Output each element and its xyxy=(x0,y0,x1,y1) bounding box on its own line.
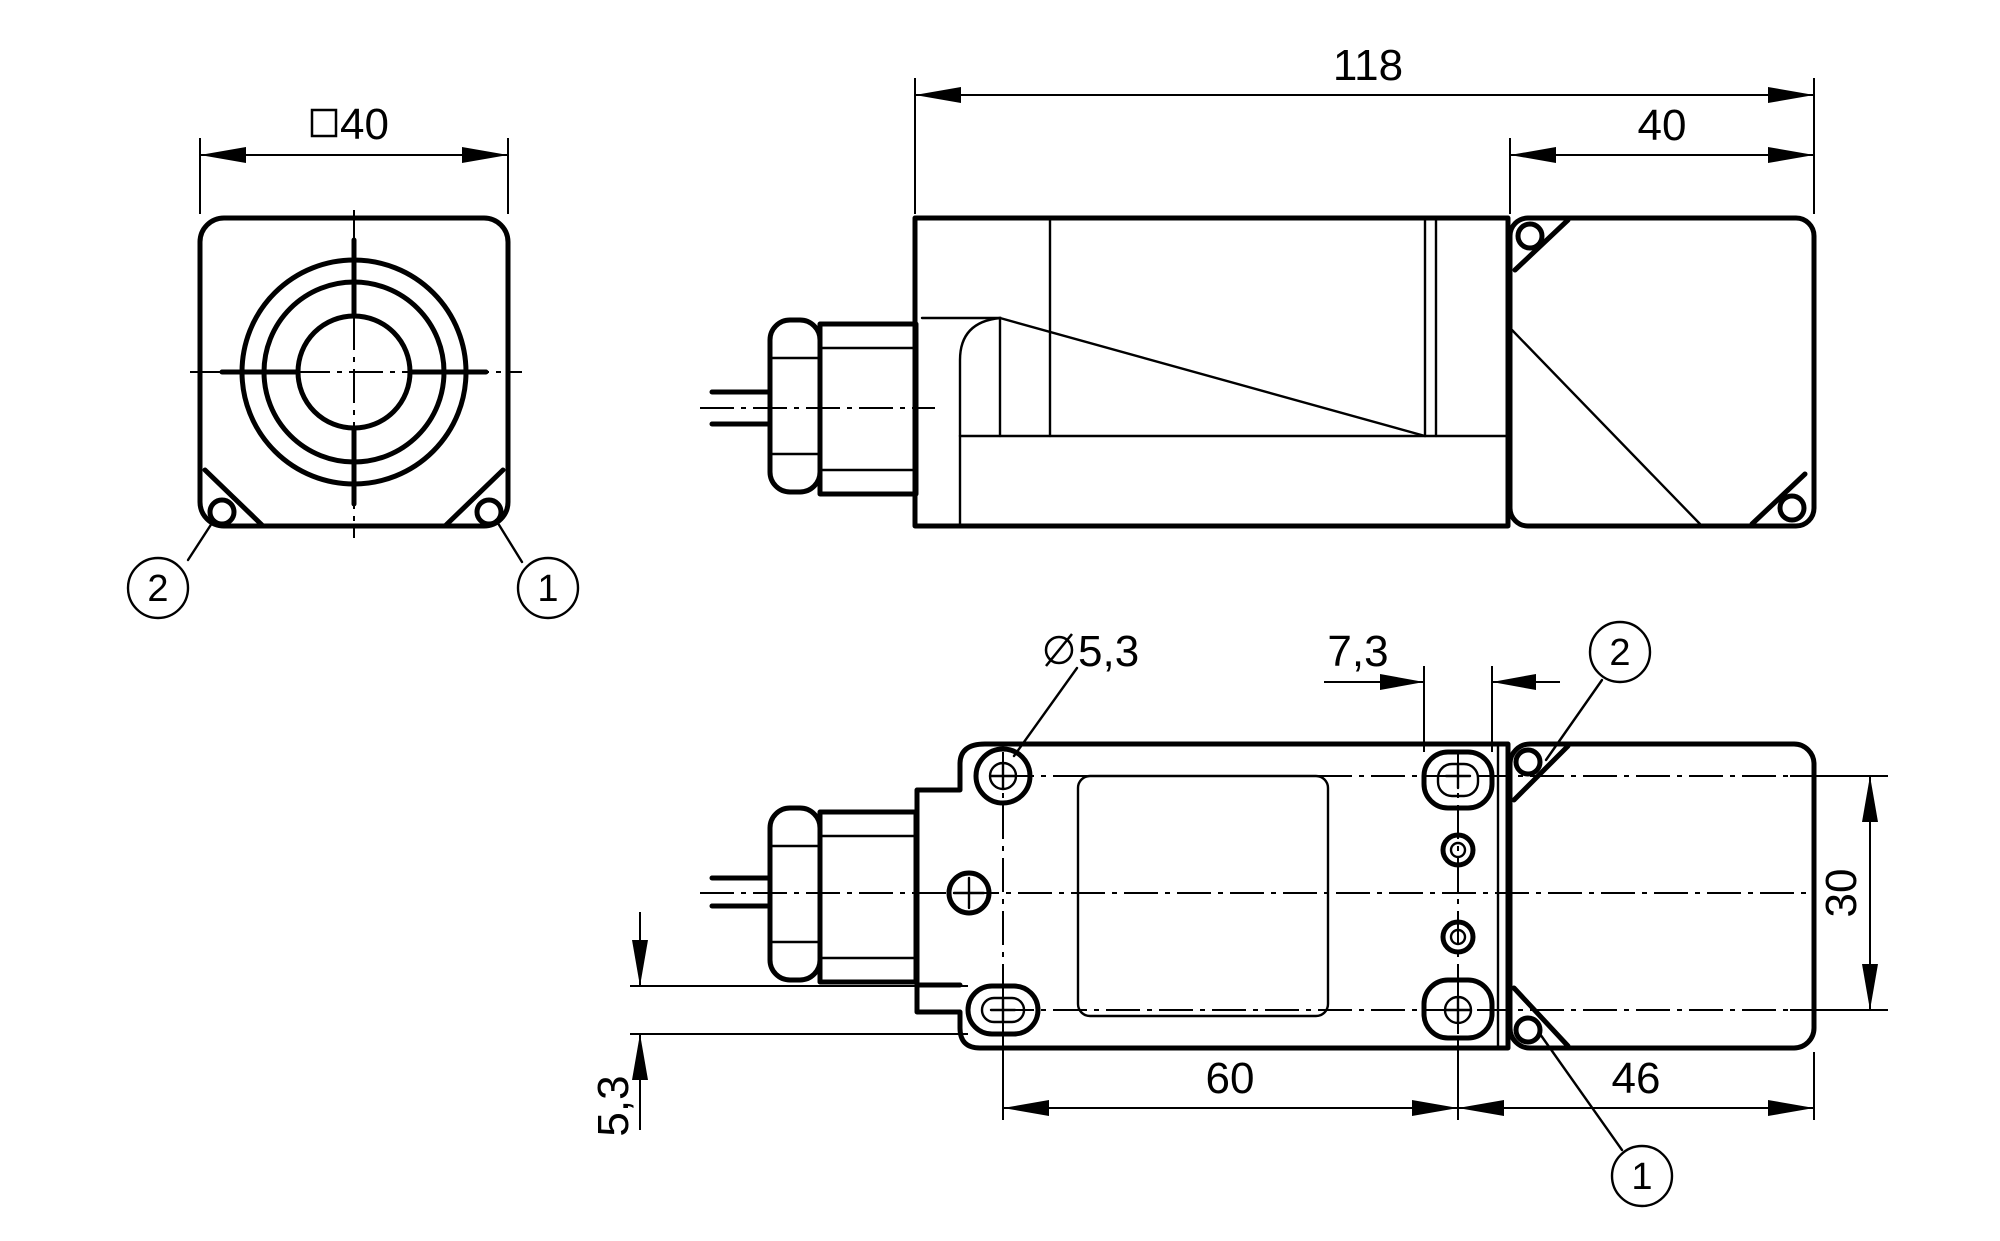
top-led-lower xyxy=(1511,985,1571,1049)
dim-hole-spacing-y: 30 xyxy=(1790,775,1888,1011)
dim-total-length-label: 118 xyxy=(1333,41,1403,90)
top-view-head xyxy=(1507,741,1817,1051)
diameter-symbol-icon xyxy=(1044,635,1074,665)
dim-slot-width: 7,3 xyxy=(1324,627,1560,752)
dim-head-offset: 46 xyxy=(1458,1052,1815,1120)
dim-slot-offset: 5,3 xyxy=(589,912,968,1137)
dim-head-length: 40 xyxy=(1509,101,1814,214)
label-area xyxy=(1076,774,1330,1018)
svg-text:2: 2 xyxy=(1609,632,1630,674)
mounting-hole-upper-left xyxy=(973,746,1033,806)
side-view: 118 40 xyxy=(700,41,1817,529)
svg-text:2: 2 xyxy=(147,568,168,610)
dim-hole-diameter: 5,3 xyxy=(1012,627,1139,758)
svg-text:1: 1 xyxy=(537,568,558,610)
side-view-body xyxy=(912,215,1511,529)
top-led-upper xyxy=(1511,743,1571,803)
side-led-bottom xyxy=(1749,471,1808,527)
side-led-top xyxy=(1512,217,1571,273)
dim-hole-spacing-y-label: 30 xyxy=(1817,869,1866,918)
callout-1-front: 1 xyxy=(516,556,580,620)
callout-2-top: 2 xyxy=(1588,620,1652,684)
adjustment-screw-icon xyxy=(946,870,992,916)
svg-text:1: 1 xyxy=(1631,1156,1652,1198)
square-symbol-icon xyxy=(310,108,338,138)
dim-total-length: 118 xyxy=(914,41,1815,214)
potentiometer-upper xyxy=(1440,832,1476,868)
top-cable-gland xyxy=(709,805,919,985)
potentiometer-lower xyxy=(1440,919,1476,955)
dim-head-length-label: 40 xyxy=(1638,101,1687,150)
dim-hole-spacing-x: 60 xyxy=(1002,1036,1459,1120)
dim-front-width-label: 40 xyxy=(340,100,389,149)
dim-slot-offset-label: 5,3 xyxy=(589,1075,638,1136)
top-view-body xyxy=(914,741,1511,1051)
side-view-head xyxy=(1507,215,1817,529)
dim-hole-spacing-x-label: 60 xyxy=(1206,1054,1255,1103)
front-led-right xyxy=(442,467,506,529)
mounting-hole-lower-left xyxy=(965,983,1041,1037)
callout-2-front: 2 xyxy=(126,556,190,620)
mounting-slot-upper-right xyxy=(1421,749,1495,811)
dim-head-offset-label: 46 xyxy=(1612,1054,1661,1103)
dim-front-width: 40 xyxy=(199,100,509,214)
front-view: 40 2 1 xyxy=(126,100,580,620)
top-view: 5,3 7,3 30 5,3 xyxy=(589,620,1888,1208)
front-led-left xyxy=(202,467,266,529)
callout-1-top: 1 xyxy=(1610,1144,1674,1208)
dim-slot-width-label: 7,3 xyxy=(1327,627,1388,676)
dim-hole-diameter-label: 5,3 xyxy=(1078,627,1139,676)
